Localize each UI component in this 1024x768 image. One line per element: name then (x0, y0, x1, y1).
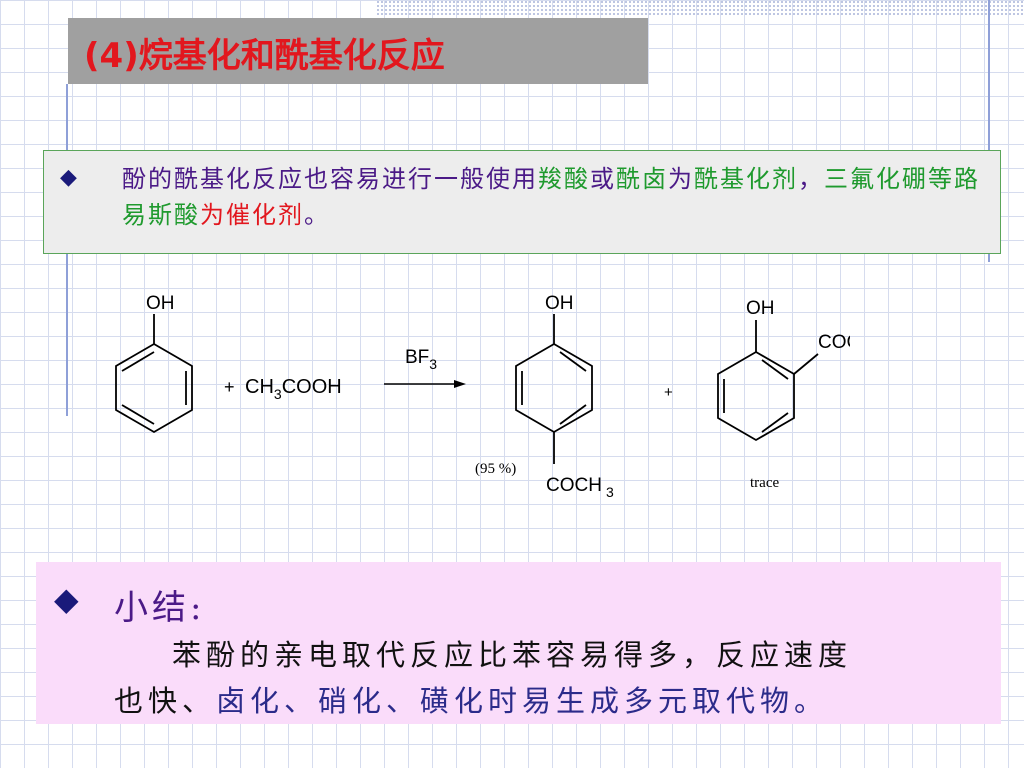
note-seg-6: 为 (668, 165, 694, 193)
note-seg-10: 为催化剂 (200, 201, 304, 229)
catalyst-subscript: 3 (429, 356, 437, 372)
para-group-a: COCH (546, 475, 602, 496)
reagent-subscript: 3 (274, 386, 282, 402)
note-box: ◆ 酚的酰基化反应也容易进行一般使用羧酸或酰卤为酰基化剂，三氟化硼等路易斯酸为催… (43, 150, 1001, 254)
diamond-bullet-icon: ◆ (60, 165, 77, 190)
catalyst-label: BF3 (405, 347, 437, 372)
note-seg-2: 也容易进行一般使用 (304, 165, 538, 193)
summary-line-2-highlight: 卤化、硝化、磺化时易生成多元取代物。 (216, 684, 829, 718)
reaction-arrow-head (454, 380, 466, 388)
plus-sign: + (224, 377, 235, 397)
page-title: (4)烷基化和酰基化反应 (84, 36, 445, 76)
ortho-product-structure (717, 320, 819, 442)
note-seg-0: 酚的 (122, 165, 174, 193)
note-seg-11: 。 (304, 201, 330, 229)
note-seg-9: 三氟化硼等路易斯酸 (122, 165, 980, 229)
catalyst-part-a: BF (405, 347, 429, 368)
summary-line-2-black: 也快、 (114, 684, 217, 718)
summary-line-1: 苯酚的亲电取代反应比苯容易得多，反应速度 (172, 638, 853, 672)
note-seg-5: 酰卤 (616, 165, 668, 193)
para-oh-label: OH (545, 293, 574, 314)
note-seg-8: ， (798, 165, 824, 193)
note-seg-3: 羧酸 (538, 165, 590, 193)
ortho-oh-label: OH (746, 298, 775, 319)
reagent-label: CH3COOH (245, 376, 342, 402)
summary-text: 苯酚的亲电取代反应比苯容易得多，反应速度 也快、卤化、硝化、磺化时易生成多元取代… (114, 632, 994, 724)
summary-title: 小结: (114, 588, 206, 628)
note-seg-1: 酰基化反应 (174, 165, 304, 193)
diamond-bullet-icon: ◆ (54, 580, 79, 618)
summary-line-2: 也快、卤化、硝化、磺化时易生成多元取代物。 (114, 678, 994, 724)
title-banner: (4)烷基化和酰基化反应 (68, 18, 648, 84)
top-dot-pattern (376, 0, 1024, 16)
phenol-oh-label: OH (146, 293, 175, 314)
ortho-group-a: COCH (818, 332, 850, 353)
ortho-trace-label: trace (750, 475, 779, 491)
note-text: 酚的酰基化反应也容易进行一般使用羧酸或酰卤为酰基化剂，三氟化硼等路易斯酸为催化剂… (122, 161, 992, 233)
right-vertical-rule (988, 0, 990, 262)
summary-box: ◆ 小结: 苯酚的亲电取代反应比苯容易得多，反应速度 也快、卤化、硝化、磺化时易… (36, 562, 1001, 724)
note-seg-7: 酰基化剂 (694, 165, 798, 193)
phenol-structure (115, 314, 193, 434)
reagent-part-a: CH (245, 376, 274, 398)
plus-sign-2: + (664, 384, 673, 401)
para-product-structure (515, 314, 593, 464)
para-group-subscript: 3 (606, 484, 614, 500)
note-seg-4: 或 (590, 165, 616, 193)
para-yield-label: (95 %) (475, 461, 516, 477)
reagent-part-b: COOH (282, 376, 342, 398)
